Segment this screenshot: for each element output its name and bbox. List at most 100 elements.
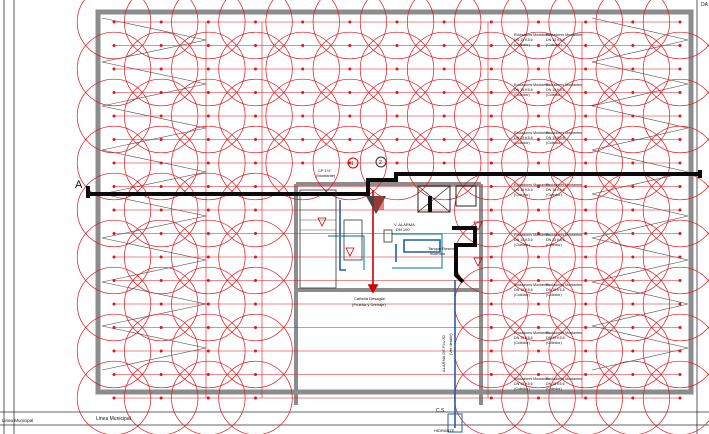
- side-annotation-text: (Colector): [514, 93, 530, 97]
- sprinkler-head: [395, 67, 399, 71]
- sprinkler-head: [159, 349, 163, 353]
- sprinkler-head: [489, 67, 493, 71]
- coverage-arc: [407, 125, 482, 201]
- coverage-arc: [595, 266, 670, 342]
- sprinkler-head: [631, 373, 635, 376]
- circle-2-label: 2: [379, 160, 382, 166]
- sprinkler-head: [442, 91, 446, 94]
- coverage-arc: [76, 125, 152, 201]
- sprinkler-head: [159, 114, 163, 118]
- coverage-arc: [548, 313, 623, 389]
- side-annotation-text: DN 15 K5.6: [514, 38, 533, 42]
- sprinkler-head: [112, 208, 116, 212]
- coverage-arc: [171, 0, 246, 60]
- side-annotation-text: Rociadores Montantes: [546, 377, 582, 381]
- sprinkler-head: [159, 373, 163, 376]
- side-annotation-text: (Colector): [546, 243, 562, 247]
- sprinkler-head: [206, 208, 210, 212]
- coverage-arc: [454, 0, 529, 60]
- sprinkler-head: [631, 232, 635, 235]
- sprinkler-head: [489, 44, 493, 47]
- side-annotation-text: DN 15 K5.6: [514, 336, 533, 340]
- side-annotation-text: Rociadores Montantes: [546, 33, 582, 37]
- coverage-arc: [595, 125, 670, 201]
- sprinkler-head: [301, 91, 305, 94]
- sprinkler-head: [348, 44, 352, 47]
- sprinkler-head: [112, 185, 116, 188]
- sprinkler-head: [584, 44, 588, 47]
- side-annotation-text: Rociadores Montantes: [546, 183, 582, 187]
- coverage-arc: [595, 31, 670, 107]
- coverage-arc: [312, 31, 387, 107]
- sprinkler-head: [537, 44, 540, 47]
- coverage-arc: [454, 125, 529, 201]
- sprinkler-head: [159, 67, 163, 71]
- bottom-hydrant-label: HIDRANTE: [434, 428, 455, 433]
- sprinkler-head: [254, 232, 257, 235]
- coverage-arc: [218, 125, 293, 201]
- coverage-arc: [124, 266, 199, 342]
- sprinkler-head: [112, 255, 116, 259]
- sprinkler-head: [206, 255, 210, 259]
- sprinkler-head: [206, 232, 210, 235]
- sprinkler-head: [537, 138, 540, 141]
- coverage-arc: [124, 31, 199, 107]
- coverage-arc: [218, 0, 293, 60]
- sprinkler-head: [206, 44, 210, 47]
- valve-label: V. ALARMA: [394, 222, 415, 227]
- coverage-arc: [642, 125, 709, 201]
- sprinkler-head: [537, 114, 540, 118]
- sprinkler-head: [301, 44, 305, 47]
- coverage-arc: [548, 219, 623, 295]
- sprinkler-head: [254, 161, 257, 165]
- coverage-arc: [171, 313, 246, 389]
- sprinkler-head: [489, 161, 493, 165]
- sprinkler-head: [442, 67, 446, 71]
- coverage-arc: [76, 78, 152, 154]
- sprinkler-head: [489, 20, 493, 24]
- side-annotation-text: DN 15 K5.6: [514, 188, 533, 192]
- coverage-arc: [76, 219, 152, 295]
- sprinkler-head: [112, 91, 116, 94]
- sprinkler-head: [678, 185, 682, 188]
- sprinkler-head: [112, 349, 116, 353]
- sprinkler-head: [348, 161, 352, 165]
- sprinkler-head: [631, 161, 635, 165]
- sprinkler-head: [584, 373, 588, 376]
- teal-pipes: [328, 233, 443, 270]
- sprinkler-head: [584, 161, 588, 165]
- coverage-arc: [218, 266, 293, 342]
- sprinkler-head: [442, 161, 446, 165]
- sprinkler-head: [678, 67, 682, 71]
- coverage-arc: [407, 78, 482, 154]
- coverage-arc: [548, 125, 623, 201]
- coverage-arc: [171, 172, 246, 248]
- side-annotation-text: DN 15 K5.6: [514, 382, 533, 386]
- side-annotation-text: (Colector): [546, 141, 562, 145]
- sprinkler-head: [159, 279, 163, 282]
- sprinkler-head: [489, 232, 493, 235]
- coverage-arc: [124, 172, 199, 248]
- coverage-arc: [501, 313, 576, 389]
- drain-sub-label: (Prueba y Drenaje): [352, 302, 386, 307]
- coverage-arc: [124, 313, 199, 389]
- coverage-arc: [548, 360, 623, 434]
- sprinkler-head: [584, 208, 588, 212]
- coverage-arc: [76, 0, 152, 60]
- coverage-arc: [124, 78, 199, 154]
- sprinkler-head: [584, 232, 588, 235]
- coverage-arc: [454, 31, 529, 107]
- valve-sub-label: DN 100: [396, 227, 410, 232]
- sprinkler-head: [301, 161, 305, 165]
- sprinkler-head: [678, 279, 682, 282]
- sprinkler-head: [348, 91, 352, 94]
- coverage-arc: [171, 266, 246, 342]
- sprinkler-head: [631, 20, 635, 24]
- coverage-arc: [76, 172, 152, 248]
- sprinkler-head: [159, 396, 163, 400]
- coverage-arc: [265, 125, 340, 201]
- coverage-arc: [171, 31, 246, 107]
